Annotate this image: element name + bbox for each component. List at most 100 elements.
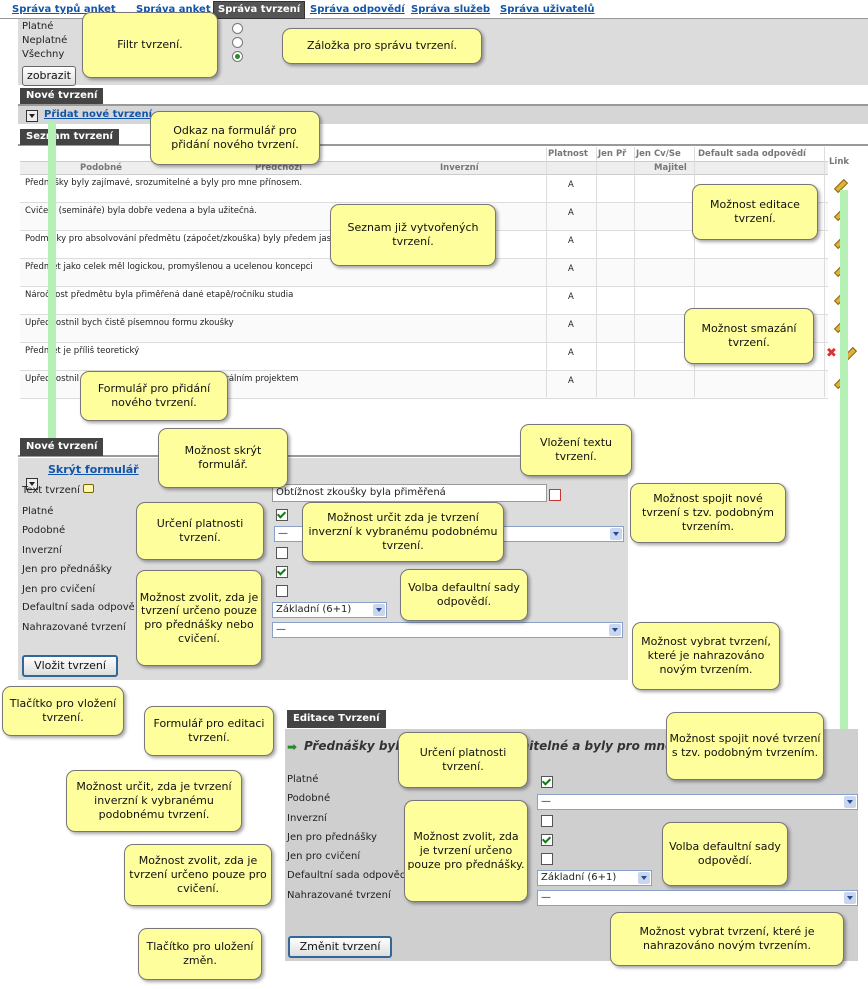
edit-label-nahrazovane: Nahrazované tvrzení [287, 890, 391, 901]
list-section-header: Seznam tvrzení [20, 129, 119, 145]
table-column-divider [546, 147, 547, 397]
edit-nahrazovane-select[interactable]: — [537, 890, 858, 906]
callout-zvolit-1: Možnost zvolit, zda je tvrzení určeno po… [136, 570, 262, 666]
callout-spojit-1: Možnost spojit nové tvrzení s tzv. podob… [630, 483, 786, 543]
filter-radio-vsechny[interactable] [232, 51, 243, 62]
row-platnost: A [568, 292, 574, 302]
label-text: Text tvrzení [22, 484, 95, 496]
label-nahrazovane: Nahrazované tvrzení [22, 622, 126, 633]
edit-podobne-value: — [541, 796, 551, 807]
label-default: Defaultní sada odpovědí [22, 602, 134, 613]
edit-form-header: Editace Tvrzení [287, 710, 386, 728]
label-jen-pr: Jen pro přednášky [22, 564, 112, 575]
edit-nahrazovane-value: — [541, 892, 551, 903]
tab-sprava-tvrzeni[interactable]: Správa tvrzení [213, 1, 306, 19]
row-platnost: A [568, 320, 574, 330]
callout-zvolit-cv: Možnost zvolit, zda je tvrzení určeno po… [124, 844, 272, 906]
edit-label-default: Defaultní sada odpovědí [287, 870, 407, 881]
new-section-bar [18, 88, 868, 106]
edit-jen-cv-checkbox[interactable] [541, 853, 553, 865]
chevron-down-icon [373, 604, 385, 616]
list-section-bar [18, 130, 868, 146]
table-header-row [20, 161, 828, 175]
col-default: Default sada odpovědí [698, 149, 806, 159]
comment-icon [83, 484, 95, 493]
collapse-icon[interactable] [26, 478, 38, 490]
new-podobne-value: — [278, 528, 288, 539]
row-platnost: A [568, 376, 574, 386]
expand-icon[interactable] [26, 110, 38, 122]
filter-label-neplatne: Neplatné [22, 35, 68, 46]
statement-text-input[interactable]: Obtížnost zkoušky byla přiměřená [272, 484, 547, 502]
guide-line-right [840, 190, 848, 736]
filter-label-vsechny: Všechny [22, 49, 65, 60]
tab-sprava-anket[interactable]: Správa anket [136, 4, 211, 15]
filter-show-button[interactable]: zobrazit [22, 66, 76, 86]
callout-tlacitko-vlozeni: Tlačítko pro vložení tvrzení. [2, 686, 124, 736]
col-jen-cv: Jen Cv/Se [636, 149, 681, 159]
new-inverzni-checkbox[interactable] [276, 547, 288, 559]
edit-label-jen-pr: Jen pro přednášky [287, 832, 377, 843]
edit-default-value: Základní (6+1) [541, 872, 617, 883]
label-platne: Platné [22, 506, 54, 517]
col-platnost: Platnost [548, 149, 588, 159]
save-statement-button[interactable]: Změnit tvrzení [288, 936, 392, 958]
new-platne-checkbox[interactable] [276, 509, 288, 521]
row-statement-text: Náročnost předmětu byla přiměřená dané e… [25, 290, 294, 300]
col-predchozi: Předchozí [255, 163, 303, 173]
callout-formular-editace: Formulář pro editaci tvrzení. [144, 706, 274, 756]
table-column-divider [824, 147, 825, 397]
row-platnost: A [568, 348, 574, 358]
row-platnost: A [568, 180, 574, 190]
callout-zalozka: Záložka pro správu tvrzení. [282, 28, 482, 64]
callout-editace: Možnost editace tvrzení. [692, 184, 818, 240]
new-nahrazovane-select[interactable]: — [272, 622, 623, 638]
callout-platnost-2: Určení platnosti tvrzení. [398, 732, 528, 788]
row-statement-text: Cvičení (semináře) byla dobře vedena a b… [25, 206, 257, 216]
edit-platne-checkbox[interactable] [541, 776, 553, 788]
callout-volba-1: Volba defaultní sady odpovědí. [400, 569, 528, 621]
callout-zvolit-pr: Možnost zvolit, zda je tvrzení určeno po… [404, 800, 528, 902]
col-link: Link [829, 157, 850, 167]
hide-form-link[interactable]: Skrýt formulář [48, 463, 139, 476]
edit-inverzni-checkbox[interactable] [541, 815, 553, 827]
callout-tlacitko-ulozeni: Tlačítko pro uložení změn. [138, 928, 262, 980]
new-jen-pr-checkbox[interactable] [276, 566, 288, 578]
label-jen-cv: Jen pro cvičení [22, 584, 96, 595]
new-form-bar [18, 437, 628, 457]
callout-vlozeni-textu: Vložení textu tvrzení. [520, 424, 632, 476]
col-inverzni: Inverzní [440, 163, 479, 173]
new-jen-cv-checkbox[interactable] [276, 585, 288, 597]
tab-sprava-uzivatelu[interactable]: Správa uživatelů [500, 4, 595, 15]
col-jen-pr: Jen Př [598, 149, 627, 159]
filter-radio-neplatne[interactable] [232, 37, 243, 48]
tab-sprava-typu-anket[interactable]: Správa typů anket [12, 4, 116, 15]
arrow-right-icon: ➡ [287, 740, 298, 754]
label-podobne: Podobné [22, 525, 66, 536]
edit-label-jen-cv: Jen pro cvičení [287, 851, 361, 862]
tab-sprava-odpovedi[interactable]: Správa odpovědí [310, 4, 405, 15]
row-statement-text: Upřednostnil bych čistě písemnou formu z… [25, 318, 234, 328]
chevron-down-icon [844, 796, 856, 808]
label-text-value: Text tvrzení [22, 485, 80, 496]
row-platnost: A [568, 236, 574, 246]
filter-radio-platne[interactable] [232, 23, 243, 34]
col-podobne: Podobné [80, 163, 122, 173]
edit-podobne-select[interactable]: — [537, 794, 858, 810]
row-statement-text: Přednášky byly zajímavé, srozumitelné a … [25, 178, 303, 188]
callout-vybrat-2: Možnost vybrat tvrzení, které je nahrazo… [610, 912, 844, 966]
table-column-divider [596, 147, 597, 397]
delete-x-icon[interactable]: ✖ [826, 346, 837, 361]
edit-label-podobne: Podobné [287, 793, 331, 804]
row-statement-text: Podmínky pro absolvování předmětu (zápoč… [25, 234, 494, 244]
spellcheck-icon[interactable] [549, 489, 561, 501]
callout-skryt: Možnost skrýt formulář. [158, 428, 288, 488]
new-default-value: Základní (6+1) [276, 604, 352, 615]
insert-statement-button[interactable]: Vložit tvrzení [22, 655, 118, 677]
new-form-header: Nové tvrzení [20, 438, 104, 456]
edit-default-select[interactable]: Základní (6+1) [537, 870, 652, 886]
tab-sprava-sluzeb[interactable]: Správa služeb [411, 4, 491, 15]
add-statement-link[interactable]: Přidat nové tvrzení [44, 109, 153, 120]
new-default-select[interactable]: Základní (6+1) [272, 602, 387, 618]
edit-jen-pr-checkbox[interactable] [541, 834, 553, 846]
